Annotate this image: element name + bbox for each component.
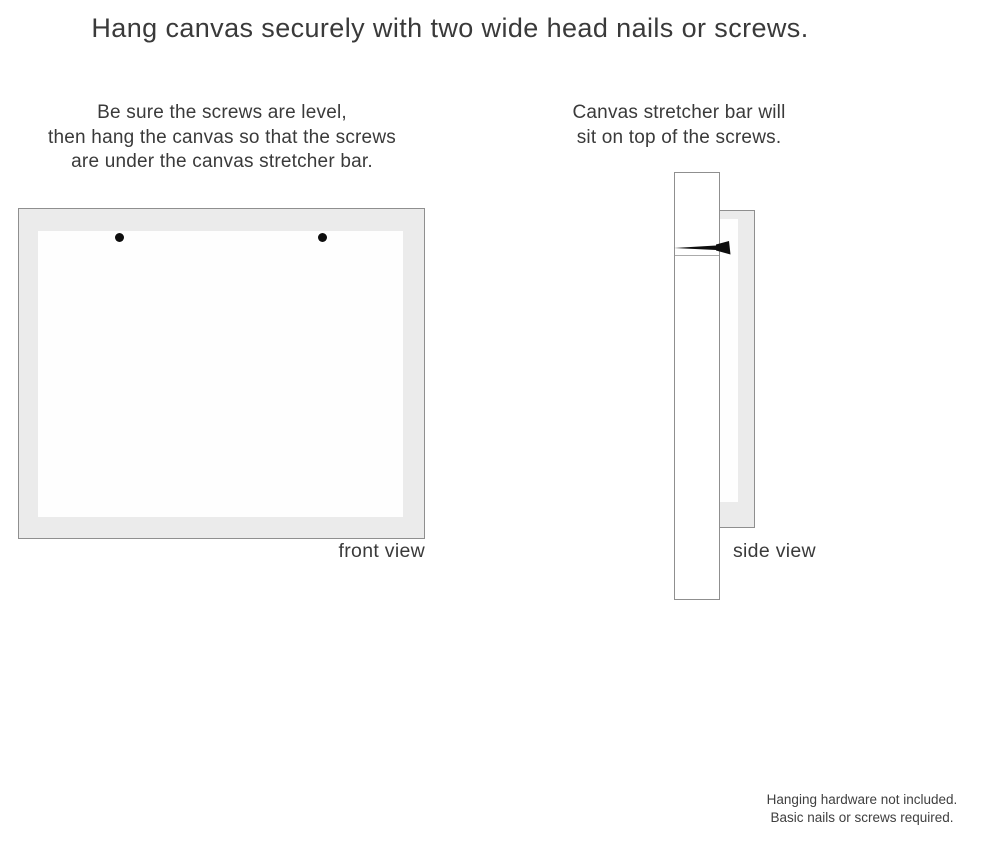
hardware-footnote: Hanging hardware not included. Basic nai… [747,791,977,826]
screw-icon [115,233,124,242]
side-instruction-line: sit on top of the screws. [576,126,782,148]
front-instruction-line: are under the canvas stretcher bar. [71,151,373,172]
front-view-instructions: Be sure the screws are level, then hang … [22,101,422,175]
front-view-label: front view [338,540,425,562]
footnote-line: Hanging hardware not included. [766,792,958,807]
front-view-canvas-face [38,231,403,517]
page-title: Hang canvas securely with two wide head … [91,13,809,43]
side-view-instructions: Canvas stretcher bar will sit on top of … [539,101,819,150]
footnote-line: Basic nails or screws required. [770,809,954,825]
front-instruction-line: then hang the canvas so that the screws [48,126,396,148]
side-instruction-line: Canvas stretcher bar will [572,102,786,123]
screw-icon [318,233,327,242]
side-view-canvas-face [719,219,738,502]
side-view-wall-bar [674,172,720,600]
stretcher-bar-seam-line [675,255,719,256]
front-instruction-line: Be sure the screws are level, [97,102,347,123]
nail-icon [674,241,731,255]
side-view-label: side view [733,540,816,562]
